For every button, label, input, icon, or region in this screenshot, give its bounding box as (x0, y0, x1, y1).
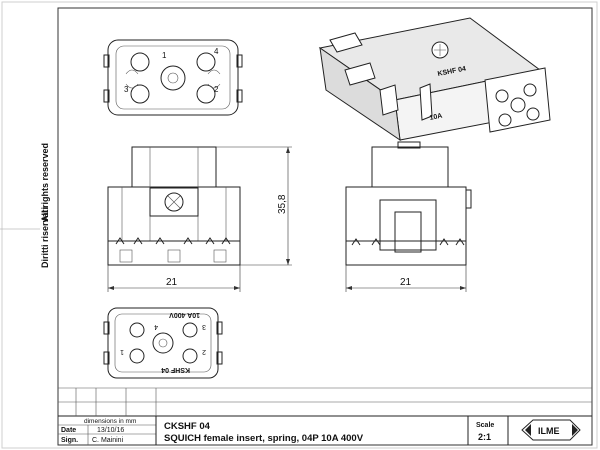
iso-latch (379, 84, 399, 116)
bottom-face-contact (129, 348, 145, 364)
iso-latch (329, 32, 363, 53)
front-view-pin (167, 249, 181, 263)
iso-screw-slot (434, 44, 446, 56)
front-view-width-label: 21 (166, 277, 178, 288)
bottom-face-center-pin (152, 332, 174, 354)
front-view-contacts (115, 237, 231, 245)
side-note-en: All rights reserved (40, 143, 50, 222)
iso-face-center (510, 97, 526, 113)
ilme-logo: ILME (521, 419, 581, 441)
iso-face-contact (495, 89, 509, 103)
product-description: SQUICH female insert, spring, 04P 10A 40… (164, 433, 364, 444)
top-face-contact (196, 84, 216, 104)
top-face-center-pin-inner (167, 72, 179, 84)
front-view: 21 35,8 (107, 146, 292, 292)
front-view-body (107, 186, 241, 242)
title-block: dimensions in mm Date 13/10/16 Sign. C. … (58, 387, 592, 445)
ilme-logo-text: ILME (538, 426, 560, 436)
top-face-contact (130, 84, 150, 104)
bottom-face-latch (216, 321, 223, 335)
side-rights-note: Diritti riservati All rights reserved (0, 143, 50, 268)
top-face-pin-3: 3 (124, 85, 129, 94)
side-view-top-tab (397, 141, 421, 149)
isometric-view: KSHF 04 10A (318, 17, 551, 142)
side-view-side-latch (465, 189, 472, 209)
bottom-face-pin-1: 1 (120, 348, 124, 355)
side-view-contact-zone (345, 240, 467, 266)
iso-rating-label: 10A (429, 113, 443, 122)
top-face-pin-2: 2 (214, 85, 219, 94)
product-code: CKSHF 04 (164, 421, 211, 432)
front-view-screw-housing (149, 187, 199, 217)
bottom-face-pin-4: 4 (154, 323, 158, 330)
iso-latch (419, 83, 433, 121)
top-face-contact (130, 52, 150, 72)
iso-face (484, 67, 551, 133)
iso-body-side (319, 46, 401, 142)
side-note-it: Diritti riservati (40, 207, 50, 268)
ilme-logo-mark (521, 419, 581, 441)
sign-label: Sign. (61, 437, 78, 444)
iso-latch (344, 62, 376, 86)
iso-face-contact (526, 107, 540, 121)
side-view-window (379, 199, 437, 251)
side-view-top-block (371, 146, 449, 188)
top-face-contact (196, 52, 216, 72)
sign-value: C. Mainini (92, 437, 124, 444)
top-face-inner (115, 45, 231, 110)
bottom-face-latch (103, 351, 110, 365)
front-view-top-block (131, 146, 217, 188)
bottom-face-pin-3: 3 (202, 323, 206, 330)
bottom-face-code: KSHF 04 (161, 366, 190, 373)
scale-label: Scale (476, 422, 494, 429)
front-view-pin (119, 249, 133, 263)
dims-note: dimensions in mm (84, 418, 136, 425)
date-value: 13/10/16 (97, 427, 124, 434)
front-view-height-label: 35,8 (277, 194, 288, 214)
top-face-latch (236, 54, 243, 68)
sheet-inner-border (57, 7, 593, 446)
scale-value: 2:1 (478, 432, 491, 442)
side-view-contacts (351, 238, 465, 246)
front-view-screw (164, 192, 184, 212)
bottom-face-contact (182, 348, 198, 364)
top-face-latch (103, 54, 110, 68)
bottom-face-outline (107, 307, 219, 379)
ilme-logo-arrow (525, 424, 578, 436)
date-label: Date (61, 427, 76, 434)
top-face-latch (236, 89, 243, 103)
front-view-pin (213, 249, 227, 263)
bottom-face-inner (114, 313, 212, 373)
bottom-face-pin-2: 2 (202, 348, 206, 355)
bottom-face-rating: 10A 400V (169, 311, 200, 318)
bottom-face-view: 10A 400V KSHF 04 1 2 3 4 (103, 307, 223, 379)
front-view-screw-slot (167, 195, 181, 209)
bottom-face-latch (216, 351, 223, 365)
side-view-window-inner (394, 211, 422, 253)
top-face-view: 1 2 3 4 (103, 39, 243, 116)
bottom-face-latch (103, 321, 110, 335)
top-face-center-pin (160, 65, 186, 91)
side-view-body (345, 186, 467, 242)
iso-face-contact (523, 83, 537, 97)
top-face-outline (107, 39, 239, 116)
bottom-face-contact (182, 322, 198, 338)
side-view-width-label: 21 (400, 277, 412, 288)
front-view-contact-zone (107, 240, 241, 266)
iso-face-contact (498, 113, 512, 127)
top-face-pin-4: 4 (214, 47, 219, 56)
top-face-latch (103, 89, 110, 103)
bottom-face-contact (129, 322, 145, 338)
top-face-spring-window (125, 69, 221, 89)
bottom-face-center-pin-inner (158, 338, 168, 348)
top-face-pin-1: 1 (162, 51, 167, 60)
side-view: 21 (345, 141, 472, 292)
